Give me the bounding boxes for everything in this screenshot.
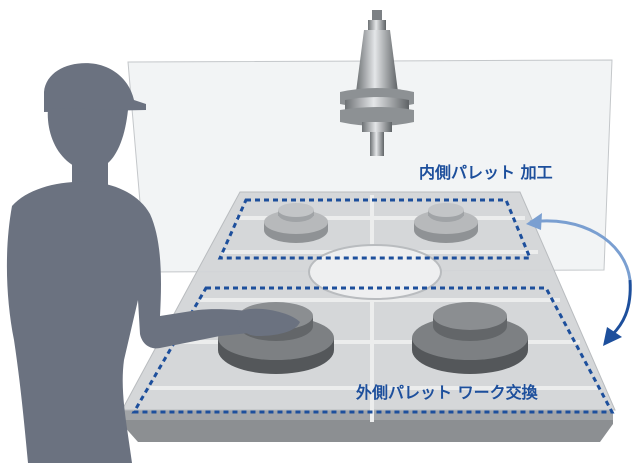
inner-fixture-left (264, 203, 328, 243)
spindle-tool-icon (340, 10, 414, 156)
outer-pallet-label: 外側パレット ワーク交換 (355, 383, 539, 402)
inner-pallet-outline (217, 198, 533, 260)
operator-silhouette-icon (6, 63, 300, 463)
inner-fixture-right (414, 203, 478, 243)
outer-pallet-outline (131, 286, 615, 414)
inner-pallet-label: 内側パレット 加工 (419, 163, 553, 182)
rotation-arrow-icon (526, 213, 632, 346)
outer-fixture-right (412, 302, 528, 374)
rotary-center (308, 244, 442, 300)
